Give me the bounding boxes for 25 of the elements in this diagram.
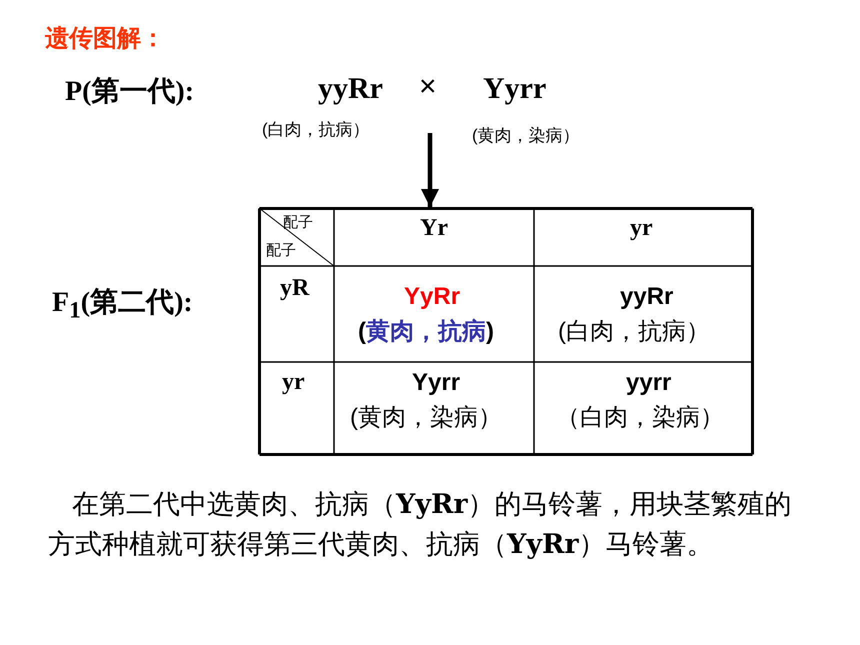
phenotype-note: (黄肉，染病） xyxy=(350,403,502,433)
genotype: YyRr xyxy=(404,283,460,311)
gamete-label: yr xyxy=(630,215,653,242)
generation-label: P(第一代): xyxy=(65,75,194,109)
phenotype-note: （白肉，染病） xyxy=(556,403,724,433)
gamete-label: Yr xyxy=(420,215,448,242)
gamete-header: 配子 xyxy=(283,213,313,232)
genotype: yyrr xyxy=(626,369,672,397)
phenotype-note: (黄肉，抗病) xyxy=(358,317,494,347)
phenotype-note: (白肉，抗病） xyxy=(558,317,710,347)
genotype: yyRr xyxy=(318,72,383,106)
punnett-table xyxy=(258,207,754,456)
gamete-header: 配子 xyxy=(266,241,296,260)
gamete-label: yr xyxy=(282,369,305,396)
heading: 遗传图解： xyxy=(45,24,165,54)
phenotype-note: (白肉，抗病） xyxy=(262,119,370,141)
cross-sign: × xyxy=(419,70,437,104)
genotype: yyRr xyxy=(620,283,674,311)
genotype: Yyrr xyxy=(412,369,460,397)
gamete-label: yR xyxy=(280,275,310,302)
phenotype-note: (黄肉，染病） xyxy=(472,125,580,147)
generation-label: F$_{1}$(第二代): xyxy=(52,286,193,325)
arrow xyxy=(421,133,439,207)
description-paragraph: 在第二代中选黄肉、抗病（YyRr）的马铃薯，用块茎繁殖的方式种植就可获得第三代黄肉、抗病（YyRr）马铃薯。 xyxy=(48,488,793,562)
genotype: Yyrr xyxy=(483,72,546,106)
